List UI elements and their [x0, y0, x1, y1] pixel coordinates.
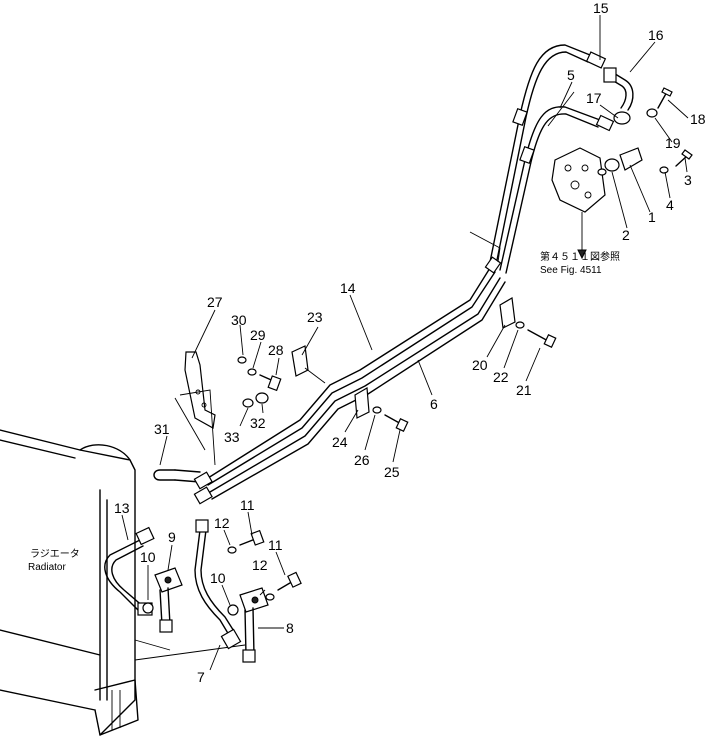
nut-32 — [255, 392, 269, 404]
callout-11a: 11 — [240, 497, 255, 513]
washer-4 — [659, 166, 669, 174]
callout-21: 21 — [516, 382, 532, 398]
callout-11b: 11 — [268, 537, 283, 553]
fitting-6-end — [193, 486, 213, 505]
callout-14: 14 — [340, 280, 356, 296]
washer-33 — [242, 398, 254, 408]
radiator-label-en: Radiator — [28, 562, 66, 573]
callout-33: 33 — [224, 429, 240, 445]
callout-29: 29 — [250, 327, 266, 343]
callout-13: 13 — [114, 500, 130, 516]
fitting-14-end — [193, 471, 213, 490]
callout-10b: 10 — [210, 570, 226, 586]
radiator — [0, 429, 246, 736]
bolt-28 — [259, 374, 282, 392]
valve-block — [551, 147, 643, 260]
radiator-label-jp: ラジエータ — [30, 548, 80, 560]
elbow-16 — [603, 67, 634, 125]
callout-27: 27 — [207, 294, 223, 310]
ref-note-en: See Fig. 4511 — [540, 265, 602, 276]
callout-26: 26 — [354, 452, 370, 468]
callout-24: 24 — [332, 434, 348, 450]
callout-20: 20 — [472, 357, 488, 373]
pipe-15 — [489, 44, 607, 266]
ref-note-jp: 第４５１１図参照 — [540, 250, 620, 263]
callout-31: 31 — [154, 421, 170, 437]
callout-23: 23 — [307, 309, 323, 325]
callout-12b: 12 — [252, 557, 268, 573]
callout-18: 18 — [690, 111, 706, 127]
washer-29 — [247, 368, 257, 376]
washer-19 — [646, 108, 658, 118]
callout-12a: 12 — [214, 515, 230, 531]
callout-labels: 1 2 3 4 5 6 7 8 9 10 10 11 11 12 12 13 1… — [114, 0, 706, 685]
callout-7: 7 — [197, 669, 205, 685]
callout-28: 28 — [268, 342, 284, 358]
leader-15 — [469, 231, 501, 263]
callout-25: 25 — [384, 464, 400, 480]
clamp-9 — [154, 567, 183, 633]
clamp-23 — [291, 345, 326, 384]
bolt-18 — [657, 87, 673, 109]
callout-15: 15 — [593, 0, 609, 16]
callout-4: 4 — [666, 197, 674, 213]
washer-12b — [265, 593, 275, 601]
clamp-8 — [239, 587, 269, 663]
bracket-27 — [174, 351, 216, 466]
callout-22: 22 — [493, 369, 509, 385]
ubolt-31 — [153, 469, 201, 483]
callout-30: 30 — [231, 312, 247, 328]
hose-13 — [104, 526, 155, 616]
callout-3: 3 — [684, 172, 692, 188]
callout-32: 32 — [250, 415, 266, 431]
callout-9: 9 — [168, 529, 176, 545]
callout-1: 1 — [648, 209, 656, 225]
callout-10a: 10 — [140, 549, 156, 565]
washer-30 — [237, 356, 247, 364]
pipe-14 — [207, 267, 496, 486]
washer-12a — [227, 546, 237, 554]
oring-10a — [142, 602, 154, 614]
oring-10b — [227, 604, 239, 616]
callout-8: 8 — [286, 620, 294, 636]
callout-17: 17 — [586, 90, 602, 106]
callout-2: 2 — [622, 227, 630, 243]
callout-19: 19 — [665, 135, 681, 151]
callout-6: 6 — [430, 396, 438, 412]
clamp-24 — [354, 387, 409, 433]
hose-7 — [194, 519, 242, 650]
bolt-3 — [675, 149, 693, 167]
leader-lines — [121, 15, 689, 671]
pipe-6 — [209, 277, 506, 500]
callout-16: 16 — [648, 27, 664, 43]
pipe-5 — [484, 106, 615, 274]
bolt-11a — [239, 529, 265, 546]
bolt-11b — [277, 571, 302, 591]
callout-5: 5 — [567, 67, 575, 83]
clamp-20 — [499, 297, 557, 349]
